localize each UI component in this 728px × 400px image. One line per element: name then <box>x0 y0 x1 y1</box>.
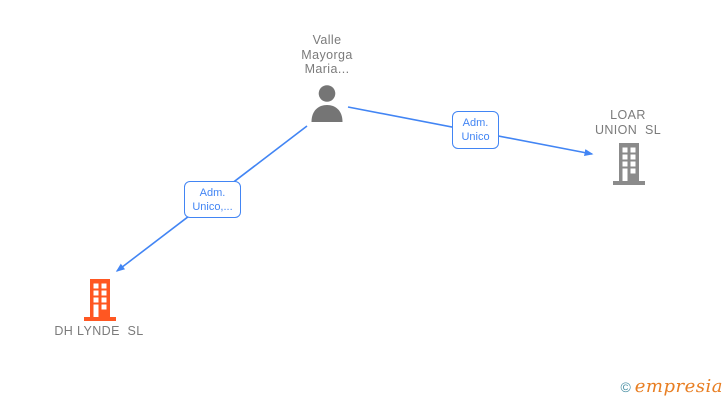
edge-label-adm-unico-etc[interactable]: Adm. Unico,... <box>184 181 241 218</box>
building-icon <box>613 143 645 185</box>
company-node-loar-union[interactable] <box>611 143 647 185</box>
company-name-line: LOAR <box>610 108 646 122</box>
company-node-dh-lynde[interactable] <box>82 279 118 321</box>
copyright-icon: © <box>620 379 631 395</box>
company-node-label-dh-lynde: DH LYNDE SL <box>29 324 169 339</box>
edge-label-adm-unico[interactable]: Adm. Unico <box>452 111 499 149</box>
person-name-line: Maria... <box>304 62 350 76</box>
edge-label-line: Unico,... <box>192 200 233 213</box>
person-name-line: Valle <box>312 33 342 47</box>
company-name-line: DH LYNDE SL <box>54 324 144 338</box>
person-icon <box>311 85 343 122</box>
brand-logo[interactable]: © empresia <box>620 376 723 397</box>
edge-label-line: Adm. <box>462 117 489 129</box>
building-icon <box>84 279 116 321</box>
person-name-line: Mayorga <box>301 47 353 62</box>
person-node[interactable] <box>307 84 347 124</box>
edge-label-line: Adm. <box>199 186 226 199</box>
edge-label-line: Unico <box>461 131 490 143</box>
brand-name: empresia <box>634 376 723 397</box>
company-name-line: UNION SL <box>594 123 662 137</box>
company-node-label-loar-union: LOAR UNION SL <box>558 108 698 138</box>
person-node-label: Valle Mayorga Maria... <box>257 33 397 77</box>
